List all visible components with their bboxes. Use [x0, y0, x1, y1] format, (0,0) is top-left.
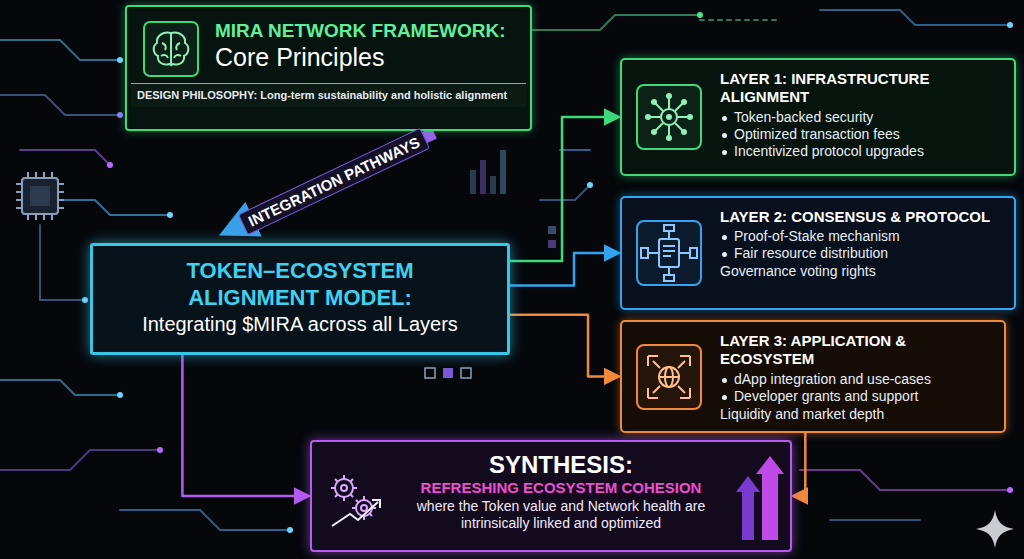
list-item: Governance voting rights — [720, 263, 1006, 280]
box-subheading: REFRESHING ECOSYSTEM COHESION — [396, 479, 726, 497]
bullet-row: Token-backed security — [720, 109, 1006, 126]
philosophy-band: DESIGN PHILOSOPHY: Long-term sustainabil… — [131, 83, 526, 107]
bullet-dot — [722, 150, 727, 155]
node-icon — [636, 84, 702, 154]
synthesis-box: SYNTHESIS:REFRESHING ECOSYSTEM COHESIONw… — [310, 440, 792, 552]
chip-icon — [16, 172, 64, 220]
node-content: LAYER 3: APPLICATION & ECOSYSTEM dApp int… — [622, 322, 1004, 431]
node-icon — [322, 464, 388, 538]
node-content: LAYER 2: CONSENSUS & PROTOCOL Proof-of-St… — [622, 198, 1014, 289]
edge-label: INTEGRATION PATHWAYS — [238, 127, 430, 235]
box-heading: TOKEN–ECOSYSTEM ALIGNMENT MODEL: — [135, 258, 465, 312]
circuit-trace — [20, 150, 110, 165]
bullet-item: Fair resource distribution — [734, 245, 888, 262]
box-heading: MIRA NETWORK FRAMEWORK: — [215, 19, 520, 42]
watermark-sparkle — [976, 510, 1014, 548]
node-icon — [636, 344, 702, 414]
circuit-trace — [0, 380, 120, 395]
connector — [182, 355, 308, 496]
circuit-trace — [700, 19, 780, 21]
model-box: TOKEN–ECOSYSTEM ALIGNMENT MODEL:Integrat… — [90, 243, 510, 355]
bullet-dot — [722, 133, 727, 138]
node-content: LAYER 1: INFRASTRUCTURE ALIGNMENT Token-b… — [622, 60, 1014, 168]
connector — [510, 253, 618, 286]
box-subheading: Integrating $MIRA across all Layers — [109, 312, 491, 336]
connector — [510, 315, 618, 377]
bullet-item: Developer grants and support — [734, 388, 918, 405]
circuit-trace — [0, 40, 120, 60]
circuit-trace — [0, 95, 120, 115]
layer-heading: LAYER 3: APPLICATION & ECOSYSTEM — [720, 332, 996, 369]
bullet-dot — [722, 395, 727, 400]
bullet-item: dApp integration and use-cases — [734, 371, 931, 388]
circuit-trace — [0, 450, 160, 470]
bullet-dot — [722, 252, 727, 257]
layer-box: LAYER 2: CONSENSUS & PROTOCOL Proof-of-St… — [620, 196, 1016, 310]
bullet-item: Proof-of-Stake mechanism — [734, 228, 900, 245]
bullet-item: Incentivized protocol upgrades — [734, 143, 924, 160]
bullet-dot — [722, 116, 727, 121]
bullet-item: Token-backed security — [734, 109, 873, 126]
bullet-dot — [722, 378, 727, 383]
circuit-trace — [120, 510, 290, 530]
node-icon — [143, 21, 199, 81]
list-item: Liquidity and market depth — [720, 406, 996, 423]
node-icon — [734, 452, 784, 546]
node-content: SYNTHESIS:REFRESHING ECOSYSTEM COHESIONw… — [312, 442, 790, 540]
bullet-item: Optimized transaction fees — [734, 126, 900, 143]
bullet-row: Optimized transaction fees — [720, 126, 1006, 143]
bullet-row: Developer grants and support — [720, 388, 996, 405]
layer-box: LAYER 3: APPLICATION & ECOSYSTEM dApp int… — [620, 320, 1006, 433]
bullet-row: Fair resource distribution — [720, 245, 1006, 262]
layer-heading: LAYER 1: INFRASTRUCTURE ALIGNMENT — [720, 70, 1006, 107]
box-subheading: Core Principles — [215, 42, 520, 73]
bullet-row: Incentivized protocol upgrades — [720, 143, 1006, 160]
box-heading: SYNTHESIS: — [396, 450, 726, 479]
circuit-trace — [40, 225, 85, 300]
circuit-trace — [540, 185, 590, 200]
connector — [794, 433, 805, 496]
circuit-trace — [60, 200, 170, 215]
bullet-row: dApp integration and use-cases — [720, 371, 996, 388]
layer-box: LAYER 1: INFRASTRUCTURE ALIGNMENT Token-b… — [620, 58, 1016, 176]
bullet-dot — [722, 235, 727, 240]
circuit-trace — [800, 470, 1010, 490]
framework-box: MIRA NETWORK FRAMEWORK:Core PrinciplesDE… — [125, 5, 532, 131]
node-icon — [636, 220, 702, 290]
node-content: TOKEN–ECOSYSTEM ALIGNMENT MODEL:Integrat… — [93, 246, 507, 346]
layer-heading: LAYER 2: CONSENSUS & PROTOCOL — [720, 208, 1006, 226]
circuit-trace — [830, 519, 920, 521]
node-content: MIRA NETWORK FRAMEWORK:Core PrinciplesDE… — [127, 7, 530, 107]
bullet-row: Proof-of-Stake mechanism — [720, 228, 1006, 245]
box-body: where the Token value and Network health… — [396, 498, 726, 532]
circuit-trace — [820, 10, 1010, 25]
circuit-trace — [530, 15, 700, 30]
circuit-trace — [560, 149, 590, 151]
connector — [510, 117, 618, 261]
